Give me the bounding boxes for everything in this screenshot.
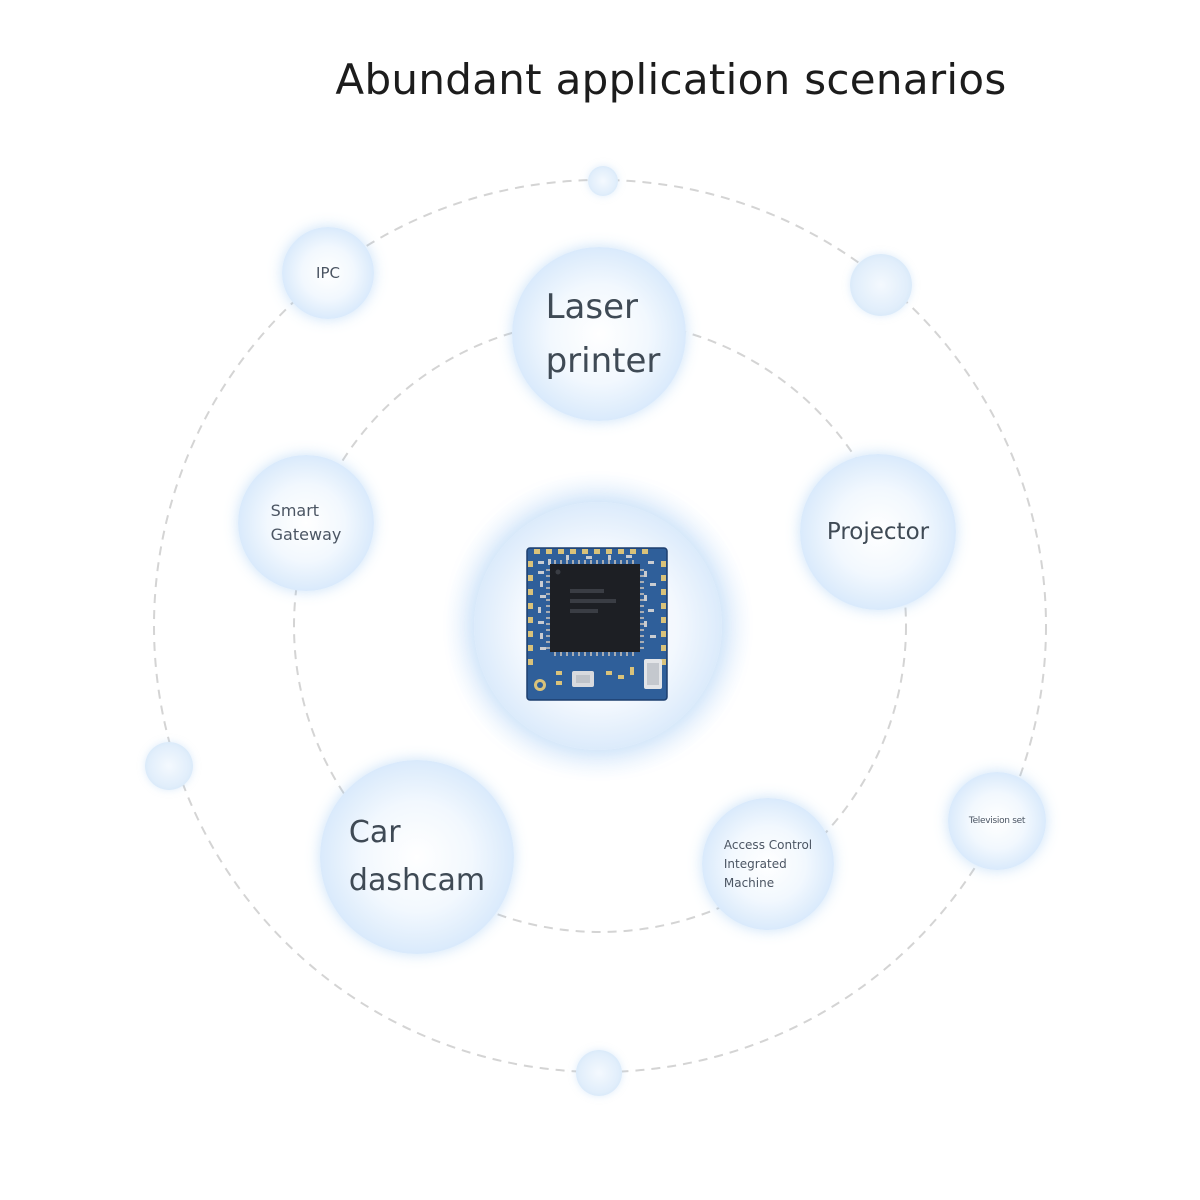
bubble-smart-gateway: Smart Gateway <box>238 455 374 591</box>
bubble-laser-printer: Laser printer <box>512 247 686 421</box>
bubble-access-control-label: Access Control Integrated Machine <box>723 837 813 890</box>
orbit-dot-top <box>588 166 618 196</box>
orbit-dot-bottom <box>576 1050 622 1096</box>
orbit-dot-right-upper <box>850 254 912 316</box>
wifi-module-image <box>526 547 668 701</box>
bubble-car-dashcam: Car dashcam <box>320 760 514 954</box>
bubble-car-dashcam-label: Car dashcam <box>348 815 486 898</box>
bubble-ipc: IPC <box>282 227 374 319</box>
bubble-smart-gateway-label: Smart Gateway <box>270 501 342 544</box>
bubble-projector-label: Projector <box>826 519 930 545</box>
bubble-projector: Projector <box>800 454 956 610</box>
page-title: Abundant application scenarios <box>335 55 1007 104</box>
orbit-dot-left <box>145 742 193 790</box>
bubble-ipc-label: IPC <box>316 264 340 282</box>
bubble-television-set: Television set <box>948 772 1046 870</box>
bubble-access-control: Access Control Integrated Machine <box>702 798 834 930</box>
bubble-television-set-label: Television set <box>968 816 1026 826</box>
bubble-laser-printer-label: Laser printer <box>545 287 661 381</box>
